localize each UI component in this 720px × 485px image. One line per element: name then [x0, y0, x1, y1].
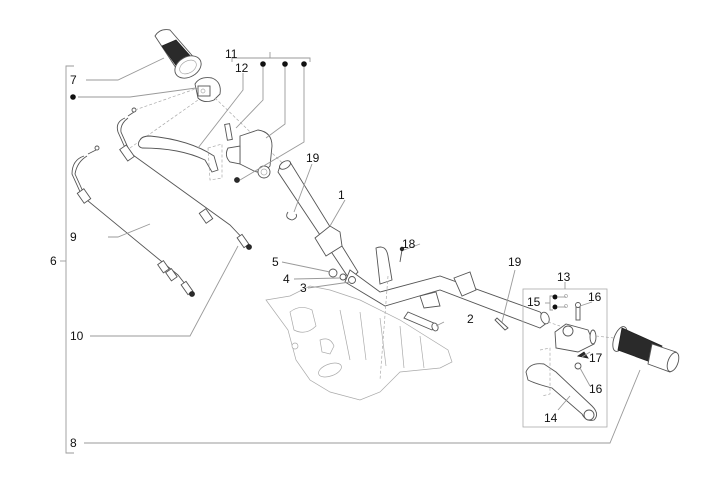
label-6: 6: [50, 254, 57, 268]
screw-2[interactable]: [403, 311, 439, 332]
screw-18[interactable]: [399, 246, 405, 263]
label-2: 2: [467, 312, 474, 326]
label-11: 11: [225, 47, 238, 61]
washer-3[interactable]: [348, 276, 356, 284]
right-grip[interactable]: [610, 325, 681, 373]
leader-lines: [78, 52, 641, 444]
part-labels: 11 12 7 19 1 9 18 6 5 19 4 13 3 16 15 2 …: [50, 47, 603, 450]
circlip-19-right[interactable]: [494, 317, 509, 331]
label-17: 17: [589, 351, 603, 365]
label-19-right: 19: [508, 255, 522, 269]
screws-15[interactable]: [564, 294, 568, 308]
throttle-cable-10[interactable]: [116, 107, 252, 250]
label-14: 14: [544, 411, 558, 425]
label-15: 15: [527, 295, 541, 309]
handlebar-cover: [265, 275, 453, 401]
label-13: 13: [557, 270, 571, 284]
label-5: 5: [272, 255, 279, 269]
group-bracket-6: [60, 65, 74, 454]
label-19-left: 19: [306, 151, 320, 165]
left-grip[interactable]: [154, 29, 205, 83]
right-brake-lever-14[interactable]: [525, 347, 597, 421]
label-16-bottom: 16: [589, 382, 603, 396]
kit-markers: [70, 61, 566, 310]
label-9: 9: [70, 230, 77, 244]
handlebar[interactable]: [277, 159, 551, 329]
left-brake-lever[interactable]: [137, 135, 223, 181]
lever-assembly-box-13: [522, 282, 608, 428]
throttle-cable-9[interactable]: [71, 145, 195, 297]
label-10: 10: [70, 329, 84, 343]
lever-clamp[interactable]: [554, 302, 597, 370]
circlip-19-left[interactable]: [286, 211, 297, 221]
label-4: 4: [283, 272, 290, 286]
label-8: 8: [70, 436, 77, 450]
label-18: 18: [402, 237, 416, 251]
label-1: 1: [338, 188, 345, 202]
brake-pump[interactable]: [224, 123, 273, 183]
nut-5[interactable]: [328, 268, 338, 278]
throttle-housing[interactable]: [194, 77, 221, 103]
label-3: 3: [300, 281, 307, 295]
label-16-top: 16: [588, 290, 602, 304]
washer-4[interactable]: [339, 273, 347, 281]
label-7: 7: [70, 73, 77, 87]
label-12: 12: [235, 61, 249, 75]
